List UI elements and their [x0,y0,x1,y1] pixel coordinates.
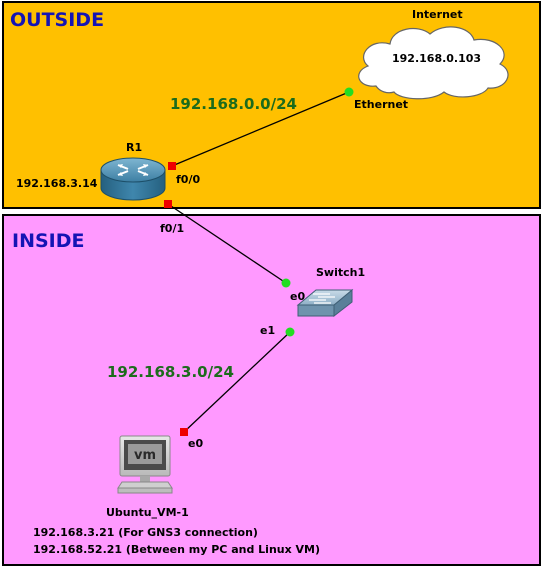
port-label-sw-e0: e0 [290,290,305,303]
router-icon[interactable] [100,157,166,201]
vm-address-2: 192.168.52.21 (Between my PC and Linux V… [33,543,320,556]
router-address: 192.168.3.14 [16,177,98,190]
port-status-up-sw-e0 [281,278,291,288]
port-label-internet-ethernet: Ethernet [354,98,408,111]
port-label-r1-f00: f0/0 [176,173,200,186]
switch-icon[interactable] [296,288,354,318]
vm-screen-text: vm [134,448,156,463]
internet-label: Internet [412,8,463,21]
port-label-r1-f01: f0/1 [160,222,184,235]
port-label-vm-e0: e0 [188,437,203,450]
switch-label: Switch1 [316,266,365,279]
cloud-icon[interactable] [358,26,509,100]
port-status-up-sw-e1 [285,327,295,337]
port-status-down-r1-f00 [168,162,176,170]
network-label-outside: 192.168.0.0/24 [170,95,297,113]
router-label: R1 [126,141,142,154]
network-label-inside: 192.168.3.0/24 [107,363,234,381]
vm-label: Ubuntu_VM-1 [106,506,189,519]
link-r1-internet[interactable] [171,91,350,167]
port-status-up-internet [344,87,354,97]
port-status-down-vm-e0 [180,428,188,436]
vm-monitor-icon[interactable]: vm [117,435,173,494]
internet-address: 192.168.0.103 [392,52,481,65]
outside-zone-title: OUTSIDE [10,9,105,31]
link-switch-vm[interactable] [183,331,291,433]
inside-zone-title: INSIDE [12,230,85,252]
link-r1-switch[interactable] [167,203,287,284]
port-label-sw-e1: e1 [260,324,275,337]
vm-address-1: 192.168.3.21 (For GNS3 connection) [33,526,258,539]
port-status-down-r1-f01 [164,200,172,208]
inside-zone: INSIDE [2,214,541,566]
